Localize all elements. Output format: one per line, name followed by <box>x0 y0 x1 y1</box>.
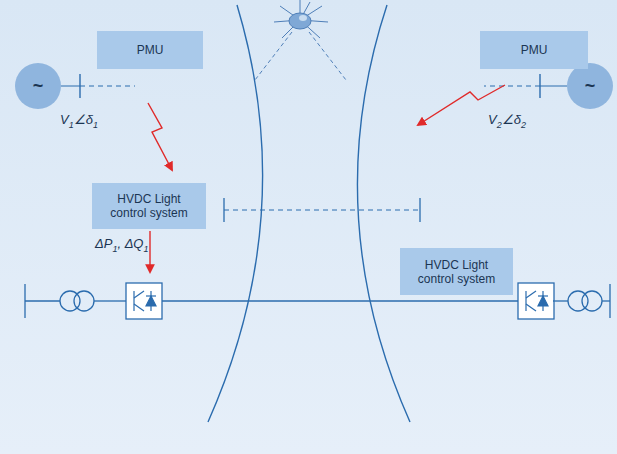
wire <box>61 86 80 87</box>
voltage-phasor: V1∠δ1 <box>60 112 98 130</box>
generator-symbol <box>567 63 613 109</box>
generator-symbol-label: ~ <box>585 76 596 97</box>
hvdc-link <box>25 283 610 319</box>
signal-arrow <box>148 103 172 170</box>
control-system-box: HVDC Light control system <box>92 183 206 229</box>
radio-link <box>255 32 292 80</box>
boundary-arc <box>357 5 410 422</box>
pmu-box: PMU <box>97 31 203 69</box>
box-label: HVDC Light control system <box>400 258 513 286</box>
voltage-phasor: V2∠δ2 <box>488 112 526 130</box>
satellite <box>274 0 328 38</box>
generator-symbol-label: ~ <box>33 76 44 97</box>
pmu-box: PMU <box>480 31 588 69</box>
generator-symbol <box>15 63 61 109</box>
wire <box>540 86 567 87</box>
boundary-arc <box>208 5 263 422</box>
bus-bar <box>223 198 224 222</box>
power-deviation: ΔP1, ΔQ1 <box>95 236 149 254</box>
radio-link <box>309 32 346 80</box>
dashed-line <box>224 210 420 211</box>
control-system-box: HVDC Light control system <box>400 248 513 295</box>
control-arrow <box>149 231 150 272</box>
box-label: PMU <box>515 43 554 57</box>
dashed-line <box>484 86 540 87</box>
bus-bar <box>419 198 420 222</box>
box-label: PMU <box>131 43 170 57</box>
box-label: HVDC Light control system <box>92 192 206 220</box>
dashed-line <box>80 86 135 87</box>
